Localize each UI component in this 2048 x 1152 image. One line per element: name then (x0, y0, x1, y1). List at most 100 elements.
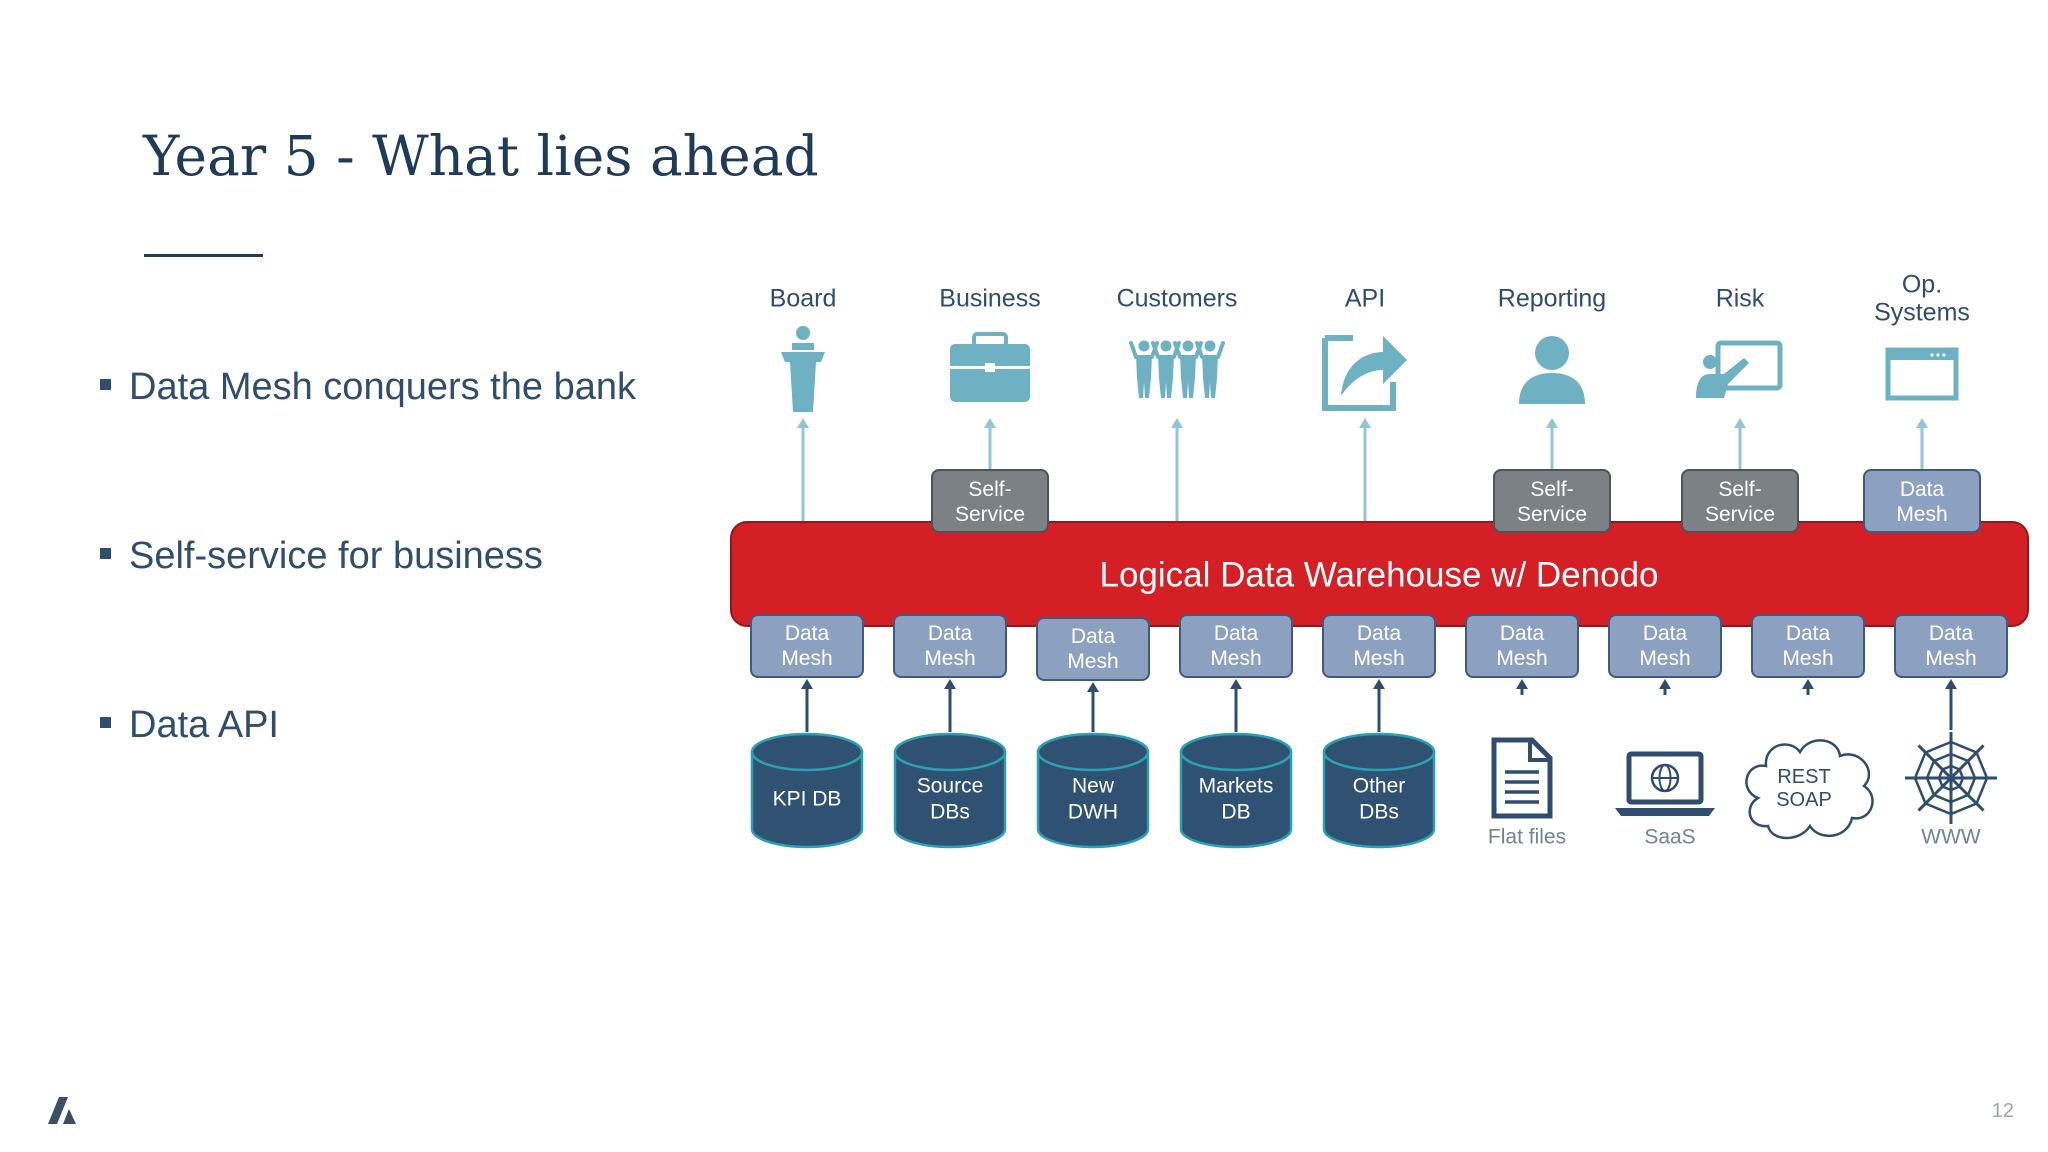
icon-part (1195, 341, 1225, 359)
podium-speaker-icon (781, 326, 825, 412)
icon-part (790, 362, 816, 412)
badge-box (1863, 469, 1981, 533)
cylinder-body (1036, 750, 1150, 849)
consumer-badge-self-service: Self-Service (1493, 469, 1611, 533)
consumer-label: API (1345, 285, 1385, 313)
source-arrow-head (1516, 679, 1528, 689)
icon-part (1615, 808, 1715, 816)
cylinder-top (1322, 732, 1436, 772)
icon-part (1182, 340, 1194, 352)
mesh-box (1179, 614, 1293, 678)
cylinder-body (1322, 750, 1436, 849)
bullet-square-icon (100, 379, 111, 391)
icon-part (1715, 340, 1783, 391)
consumer-arrow-head (1359, 418, 1371, 428)
cylinder-top (1179, 732, 1293, 772)
icon-part (796, 326, 810, 340)
consumer-label: Reporting (1498, 285, 1606, 313)
icon-part (1138, 340, 1150, 352)
icon-part (1913, 740, 1989, 816)
source-arrow-head (1659, 679, 1671, 689)
central-layer-label: Logical Data Warehouse w/ Denodo (1099, 555, 1658, 594)
bullet-item: Self-service for business (100, 535, 543, 578)
icon-part (1703, 355, 1717, 369)
source-label: KPI DB (773, 788, 842, 811)
source-arrow-head (1087, 682, 1099, 692)
consumer-label: Business (939, 285, 1040, 313)
icon-part (1180, 355, 1196, 398)
icon-part (1626, 751, 1704, 805)
cylinder-body (750, 750, 864, 849)
people-group-icon (1129, 340, 1225, 398)
badge-box (931, 469, 1049, 533)
icon-part (1745, 739, 1874, 840)
icon-part (1341, 336, 1407, 396)
title-underline (144, 254, 263, 257)
mesh-box (1036, 617, 1150, 681)
bullet-text: Data Mesh conquers the bank (129, 366, 636, 408)
icon-part (1925, 752, 1977, 804)
bullet-square-icon (100, 717, 111, 729)
icon-part (1136, 355, 1152, 398)
bullet-item: Data API (100, 704, 279, 747)
mesh-box (750, 614, 864, 678)
consumer-arrow-head (984, 418, 996, 428)
icon-part (1937, 764, 1965, 792)
app-window-icon (1885, 347, 1959, 401)
source-arrow-head (1945, 679, 1957, 689)
bullet-square-icon (100, 548, 111, 560)
database-cylinder-icon: KPI DB (750, 732, 864, 849)
icon-part (792, 343, 814, 350)
icon-part (1535, 336, 1569, 370)
cylinder-body (1179, 750, 1293, 849)
share-export-icon (1322, 335, 1407, 411)
source-arrow-head (1802, 679, 1814, 689)
spider-web-icon (1905, 732, 1997, 824)
page-number: 12 (1991, 1100, 2014, 1122)
icon-part (1519, 373, 1585, 404)
mesh-box (1751, 614, 1865, 678)
icon-part (1202, 355, 1218, 398)
bullet-item: Data Mesh conquers the bank (100, 366, 636, 409)
laptop-globe-icon (1615, 751, 1715, 816)
mesh-box (1465, 614, 1579, 678)
badge-label: Self-Service (1517, 478, 1587, 526)
consumer-label: Op.Systems (1874, 271, 1970, 327)
consumer-arrow-head (1171, 418, 1183, 428)
consumer-badge-self-service: Self-Service (931, 469, 1049, 533)
presentation-board-icon (1696, 340, 1783, 398)
icon-part (781, 352, 825, 362)
consumer-arrow-head (1734, 418, 1746, 428)
mesh-box (1608, 614, 1722, 678)
source-arrow-head (944, 679, 956, 689)
cylinder-top (893, 732, 1007, 772)
consumer-arrow-head (797, 418, 809, 428)
icon-part (1942, 353, 1946, 357)
slide-title: Year 5 - What lies ahead (143, 124, 819, 188)
cylinder-top (750, 732, 864, 772)
mesh-box (1894, 614, 2008, 678)
icon-part (1696, 358, 1749, 398)
mesh-box (1322, 614, 1436, 678)
briefcase-icon (950, 332, 1030, 402)
